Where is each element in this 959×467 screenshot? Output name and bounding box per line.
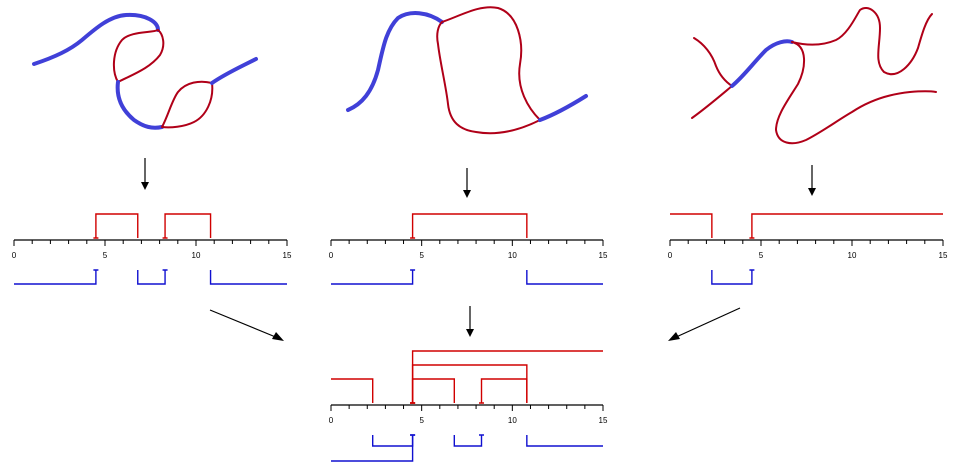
axis-tick-label: 10: [848, 251, 857, 260]
blue-bar: [331, 269, 416, 285]
curve-3: [691, 7, 937, 145]
axis-tick-label: 10: [508, 251, 517, 260]
red-bar: [410, 350, 603, 404]
curve-3-red-segment: [691, 85, 733, 119]
arrow-2-head: [463, 190, 471, 198]
curve-2-blue-segment-2: [538, 94, 588, 122]
axis-tick-label: 15: [599, 251, 608, 260]
curve-2: [346, 6, 588, 135]
curve-1-blue-segment-3: [210, 57, 258, 85]
barcode-panel-3: 0 5 10 15: [668, 213, 948, 285]
axis-tick-label: 15: [599, 416, 608, 425]
arrow-1-head: [141, 182, 149, 190]
arrow-5-head: [272, 332, 284, 341]
arrow-6-head: [668, 332, 680, 341]
red-bar: [670, 213, 713, 238]
curve-1-blue-segment-2: [115, 80, 164, 130]
curve-1-red-segment: [112, 29, 165, 83]
curve-1-red-segment-2: [161, 80, 214, 129]
blue-bar: [453, 434, 485, 447]
axis-tick-label: 0: [329, 251, 334, 260]
axis-tick-label: 10: [508, 416, 517, 425]
barcode-panel-2: 0 5 10 15: [329, 213, 608, 285]
red-bar: [749, 213, 943, 239]
red-bar: [93, 213, 139, 239]
axis-tick-label: 0: [668, 251, 673, 260]
curve-1-blue-segment: [32, 12, 160, 66]
axis-tick-label: 5: [419, 251, 424, 260]
curve-3-red-segment-3: [775, 41, 937, 145]
barcode-panel-1: 0 5 10 15: [12, 213, 292, 285]
red-bar: [162, 213, 212, 239]
axis-tick-label: 0: [329, 416, 334, 425]
blue-bar: [526, 435, 603, 447]
blue-bar: [14, 269, 99, 285]
axis-tick-label: 5: [103, 251, 108, 260]
blue-bar: [526, 270, 603, 285]
curve-2-blue-segment: [346, 11, 444, 112]
red-bar: [410, 213, 528, 239]
arrow-6-diagonal: [673, 307, 741, 339]
blue-bar: [372, 434, 416, 447]
axis-tick-label: 0: [12, 251, 17, 260]
arrow-5-diagonal: [209, 309, 279, 339]
blue-bar: [209, 270, 287, 285]
curve-2-red-segment: [436, 6, 541, 135]
arrows: [141, 158, 816, 341]
axis-tick-label: 10: [192, 251, 201, 260]
blue-bar: [711, 269, 755, 285]
axis-tick-label: 15: [939, 251, 948, 260]
barcode-panel-combined: 0 5 10 15: [329, 350, 608, 462]
curve-1: [32, 12, 258, 130]
axis-tick-label: 5: [759, 251, 764, 260]
arrow-4-head: [466, 329, 474, 337]
arrow-3-head: [808, 188, 816, 196]
red-bar: [410, 364, 528, 404]
curve-3-red-segment-2: [693, 37, 733, 87]
red-bar: [479, 378, 528, 404]
red-bar: [410, 378, 456, 404]
blue-bar: [331, 434, 416, 462]
axis-tick-label: 5: [419, 416, 424, 425]
curve-3-red-segment-4: [791, 7, 933, 75]
blue-bar: [137, 269, 168, 285]
axis-tick-label: 15: [283, 251, 292, 260]
red-bar: [331, 378, 374, 403]
curve-3-blue-segment: [730, 39, 794, 88]
